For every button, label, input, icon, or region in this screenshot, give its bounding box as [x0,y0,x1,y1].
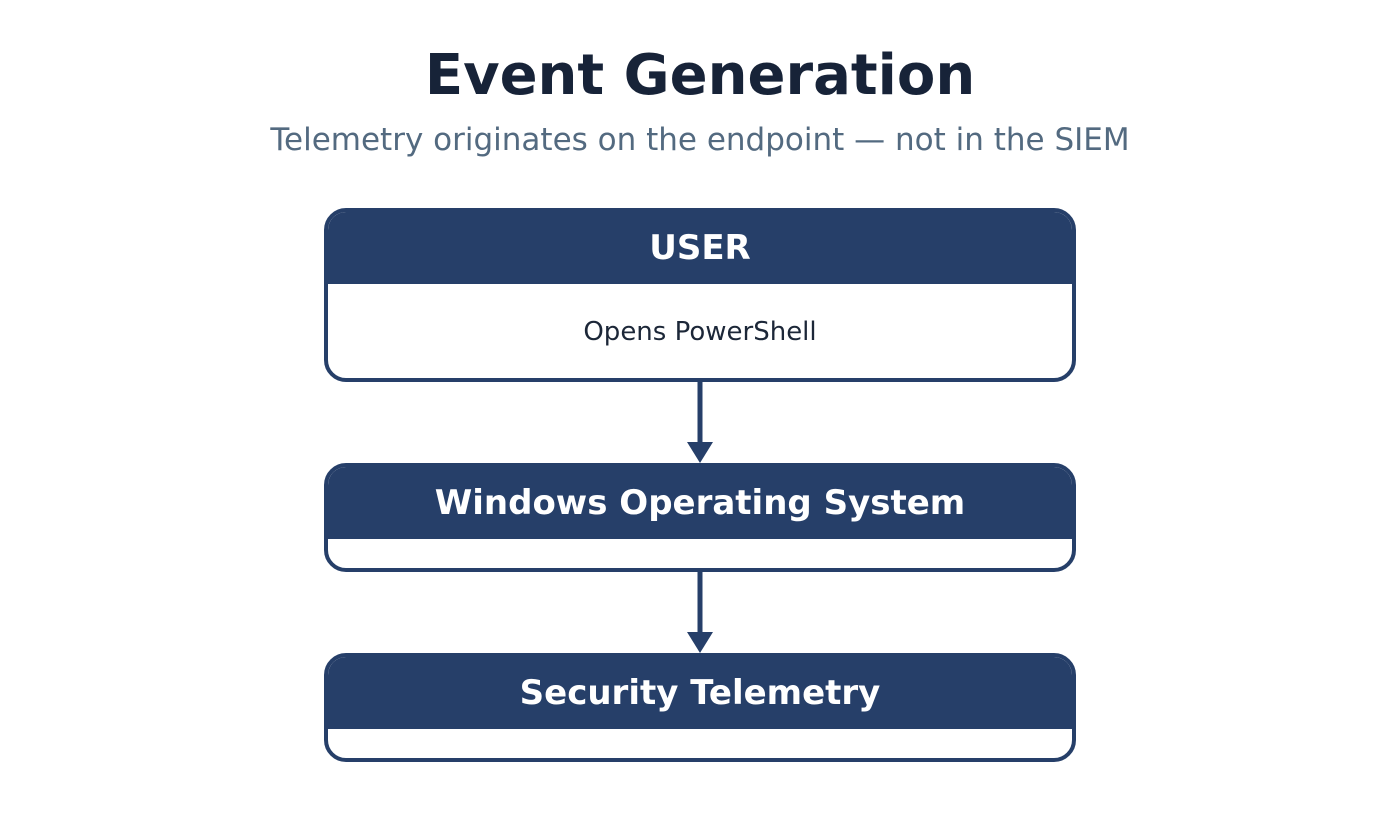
node-user-detail: Opens PowerShell [583,316,817,347]
node-user-label: USER [328,212,1072,284]
node-security-telemetry: Security Telemetry [324,653,1076,762]
arrow-head [687,442,713,463]
node-user: USER Opens PowerShell [324,208,1076,382]
arrow-user-to-os [687,382,713,463]
diagram-subtitle: Telemetry originates on the endpoint — n… [270,122,1130,158]
diagram-title: Event Generation [424,43,976,108]
node-security-telemetry-label: Security Telemetry [328,657,1072,729]
node-windows-os: Windows Operating System [324,463,1076,572]
arrow-os-to-telemetry [687,572,713,653]
arrow-head [687,632,713,653]
node-windows-os-label: Windows Operating System [328,467,1072,539]
